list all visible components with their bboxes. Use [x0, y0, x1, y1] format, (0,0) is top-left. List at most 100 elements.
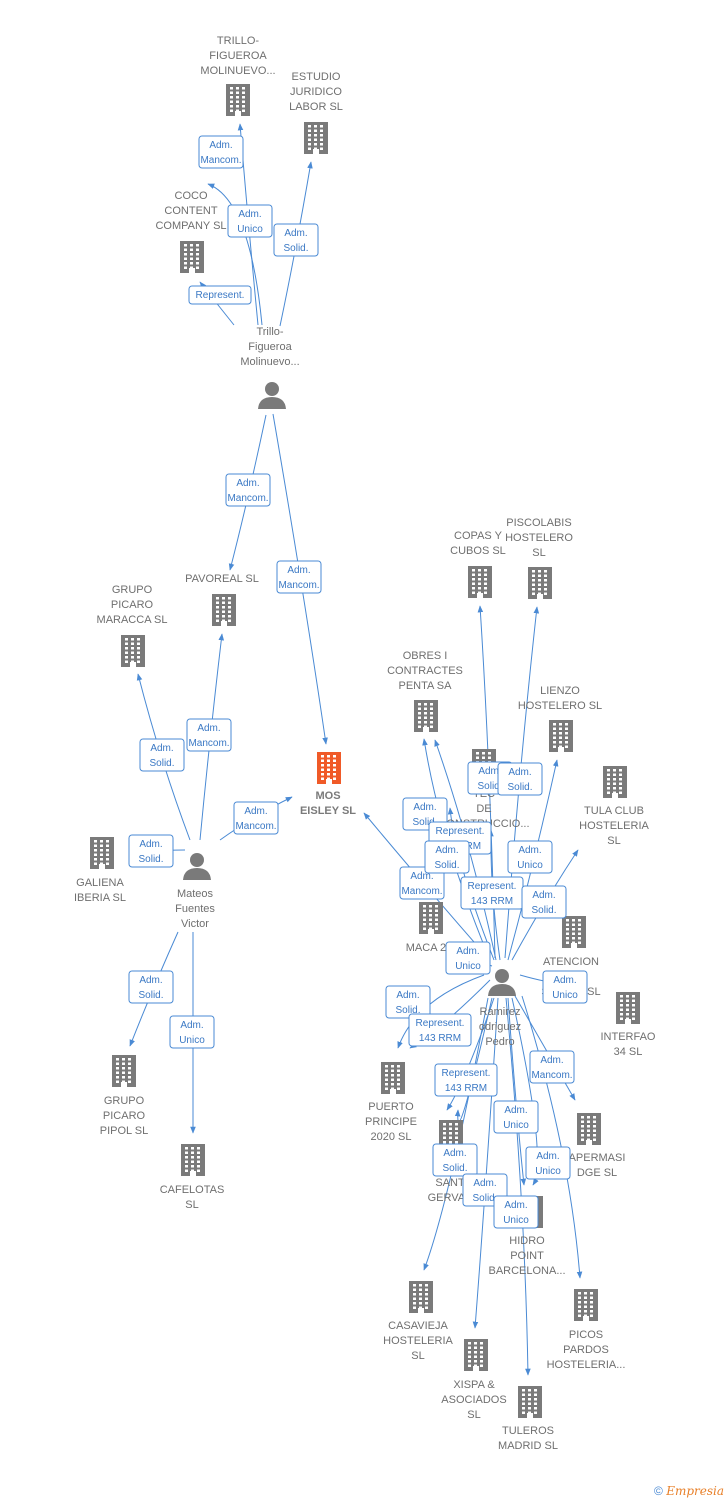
node-label: MACA 23 — [406, 942, 452, 954]
edge-label-20[interactable]: Adm.Solid. — [521, 885, 567, 919]
node-pavoreal[interactable]: PAVOREAL SL — [185, 573, 259, 626]
node-label: Mateos — [177, 888, 214, 900]
node-label: COCO — [175, 190, 208, 202]
building-icon — [409, 1281, 433, 1313]
edge-label-text: Adm. — [236, 478, 259, 489]
edge-label-10[interactable]: Adm.Solid. — [128, 970, 174, 1004]
edge-label-text: Solid. — [138, 854, 163, 865]
edge-label-text: Solid. — [412, 817, 437, 828]
edge-ramirez-sant — [454, 997, 493, 1123]
edge-label-text: 143 RRM — [445, 1083, 487, 1094]
edge-label-text: Mancom. — [278, 580, 319, 591]
edge-label-27[interactable]: Adm.Unico — [493, 1100, 539, 1134]
edge-label-19[interactable]: Represent.143 RRM — [460, 876, 524, 910]
edge-label-24[interactable]: Represent. 143 RRM — [408, 1013, 472, 1047]
node-picos[interactable]: PICOSPARDOSHOSTELERIA... — [547, 1289, 626, 1371]
node-maca[interactable]: MACA 23 — [406, 902, 452, 954]
node-label: IBERIA SL — [74, 892, 126, 904]
building-icon — [414, 700, 438, 732]
edge-label-text: Adm. — [287, 565, 310, 576]
edge-label-text: Adm. — [209, 140, 232, 151]
node-label: Ramirez — [480, 1006, 521, 1018]
edge-label-28[interactable]: Adm.Solid. — [432, 1143, 478, 1177]
copyright-symbol: © — [654, 1484, 663, 1498]
edge-label-6[interactable]: Adm.Solid. — [139, 738, 185, 772]
edge-label-18[interactable]: Adm.Unico — [507, 840, 553, 874]
edge-label-1[interactable]: Adm.Unico — [227, 204, 273, 238]
edge-label-0[interactable]: Adm.Mancom. — [198, 135, 244, 169]
edge-label-11[interactable]: Adm.Unico — [169, 1015, 215, 1049]
building-icon — [419, 902, 443, 934]
edge-label-12[interactable]: Adm.Mancom. — [399, 866, 445, 900]
edge-label-14[interactable]: Adm.Solid. — [497, 762, 543, 796]
edge-label-text: Solid. — [531, 905, 556, 916]
building-icon — [574, 1289, 598, 1321]
person-icon — [258, 382, 286, 409]
edge-label-23[interactable]: Adm.Solid. — [385, 985, 431, 1019]
edge-label-4[interactable]: Adm. Mancom. — [225, 473, 271, 507]
footer-brand[interactable]: © Empresia — [654, 1484, 724, 1498]
building-icon — [212, 594, 236, 626]
edge-label-text: 143 RRM — [419, 1033, 461, 1044]
edge-label-text: Solid. — [138, 990, 163, 1001]
node-label: FIGUEROA — [209, 50, 267, 62]
building-icon — [528, 567, 552, 599]
edge-label-text: Adm. — [478, 766, 501, 777]
edge-label-3[interactable]: Represent. — [188, 285, 252, 305]
edge-label-5[interactable]: Adm. Mancom. — [276, 560, 322, 594]
node-label: HOSTELERIA — [383, 1335, 453, 1347]
edge-label-17[interactable]: Adm.Solid. — [424, 840, 470, 874]
edge-label-26[interactable]: Represent.143 RRM — [434, 1063, 498, 1097]
edge-label-text: Unico — [517, 860, 543, 871]
node-trillo_p[interactable]: Trillo-FigueroaMolinuevo... — [240, 326, 300, 409]
node-label: CASAVIEJA — [388, 1320, 448, 1332]
node-label: XISPA & — [453, 1379, 495, 1391]
edge-label-25[interactable]: Adm.Mancom. — [529, 1050, 575, 1084]
node-label: MARACCA SL — [97, 614, 168, 626]
edge-label-2[interactable]: Adm.Solid. — [273, 223, 319, 257]
node-label: PUERTO — [368, 1101, 414, 1113]
edge-label-text: Represent. — [416, 1018, 465, 1029]
building-icon — [226, 84, 250, 116]
edge-label-text: Represent. — [436, 826, 485, 837]
edge-label-text: Mancom. — [227, 493, 268, 504]
edge-label-22[interactable]: Adm.Unico — [542, 970, 588, 1004]
edge-label-text: Adm. — [504, 1105, 527, 1116]
node-label: COPAS Y — [454, 530, 503, 542]
edge-label-text: Mancom. — [188, 738, 229, 749]
edge-label-31[interactable]: Adm.Unico — [493, 1195, 539, 1229]
node-label: MOLINUEVO... — [200, 65, 275, 77]
node-label: 2020 SL — [371, 1131, 412, 1143]
edge-label-text: Adm. — [536, 1151, 559, 1162]
edge-label-21[interactable]: Adm.Unico — [445, 941, 491, 975]
edge-label-8[interactable]: Adm.Mancom. — [233, 801, 279, 835]
node-label: PARDOS — [563, 1344, 609, 1356]
edge-label-text: Adm. — [508, 767, 531, 778]
node-label: GERVAS — [428, 1192, 473, 1204]
edge-label-7[interactable]: Adm.Mancom. — [186, 718, 232, 752]
edge-label-9[interactable]: Adm.Solid. — [128, 834, 174, 868]
edge-label-29[interactable]: Adm.Unico — [525, 1146, 571, 1180]
node-trillo_co[interactable]: TRILLO-FIGUEROAMOLINUEVO... — [200, 35, 276, 116]
